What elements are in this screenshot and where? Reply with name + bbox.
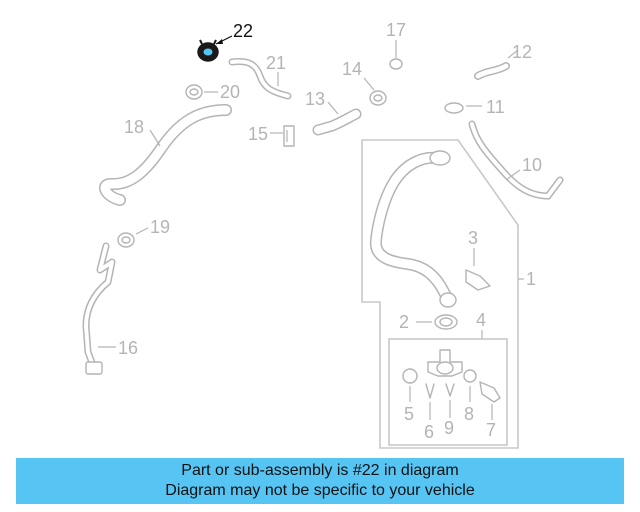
callout-12: 12 xyxy=(512,42,532,62)
callout-2: 2 xyxy=(399,312,409,332)
banner-line-1: Part or sub-assembly is #22 in diagram xyxy=(181,462,459,479)
callout-18: 18 xyxy=(124,117,144,137)
callout-7: 7 xyxy=(486,420,496,440)
banner-line-2: Diagram may not be specific to your vehi… xyxy=(165,482,475,499)
callout-14: 14 xyxy=(342,59,362,79)
part-6-clip[interactable] xyxy=(425,383,435,399)
part-2-clamp[interactable] xyxy=(434,314,458,330)
part-11-ring[interactable] xyxy=(444,102,464,114)
callout-17: 17 xyxy=(386,20,406,40)
callout-1: 1 xyxy=(526,269,536,289)
subassembly-box xyxy=(388,338,508,446)
callout-11: 11 xyxy=(486,97,505,117)
callout-9: 9 xyxy=(444,418,454,438)
callout-21: 21 xyxy=(266,53,286,73)
part-tee-fitting xyxy=(427,349,463,377)
callout-4: 4 xyxy=(476,310,486,330)
callout-22: 22 xyxy=(233,21,253,41)
part-9-clip[interactable] xyxy=(445,383,455,397)
callout-15: 15 xyxy=(248,124,268,144)
callout-5: 5 xyxy=(404,404,414,424)
info-banner: Part or sub-assembly is #22 in diagram D… xyxy=(16,458,624,504)
part-14-clamp[interactable] xyxy=(369,90,387,106)
callout-13: 13 xyxy=(305,89,325,109)
part-20-clamp[interactable] xyxy=(185,84,203,100)
part-7-sensor[interactable] xyxy=(479,381,501,403)
callout-20: 20 xyxy=(220,82,240,102)
callout-16: 16 xyxy=(118,338,138,358)
callout-3: 3 xyxy=(468,228,478,248)
callout-8: 8 xyxy=(464,404,474,424)
part-15-connector[interactable] xyxy=(283,125,295,147)
callout-19: 19 xyxy=(150,217,170,237)
part-3-bracket[interactable] xyxy=(465,269,491,291)
part-17-ring[interactable] xyxy=(389,58,403,70)
part-19-clamp[interactable] xyxy=(117,232,135,248)
part-5-seal[interactable] xyxy=(402,368,418,384)
assembly-outline xyxy=(361,139,519,449)
callout-10: 10 xyxy=(522,155,542,175)
callout-6: 6 xyxy=(424,422,434,442)
part-8-seal[interactable] xyxy=(463,369,477,383)
part-22-clamp[interactable] xyxy=(197,39,219,62)
